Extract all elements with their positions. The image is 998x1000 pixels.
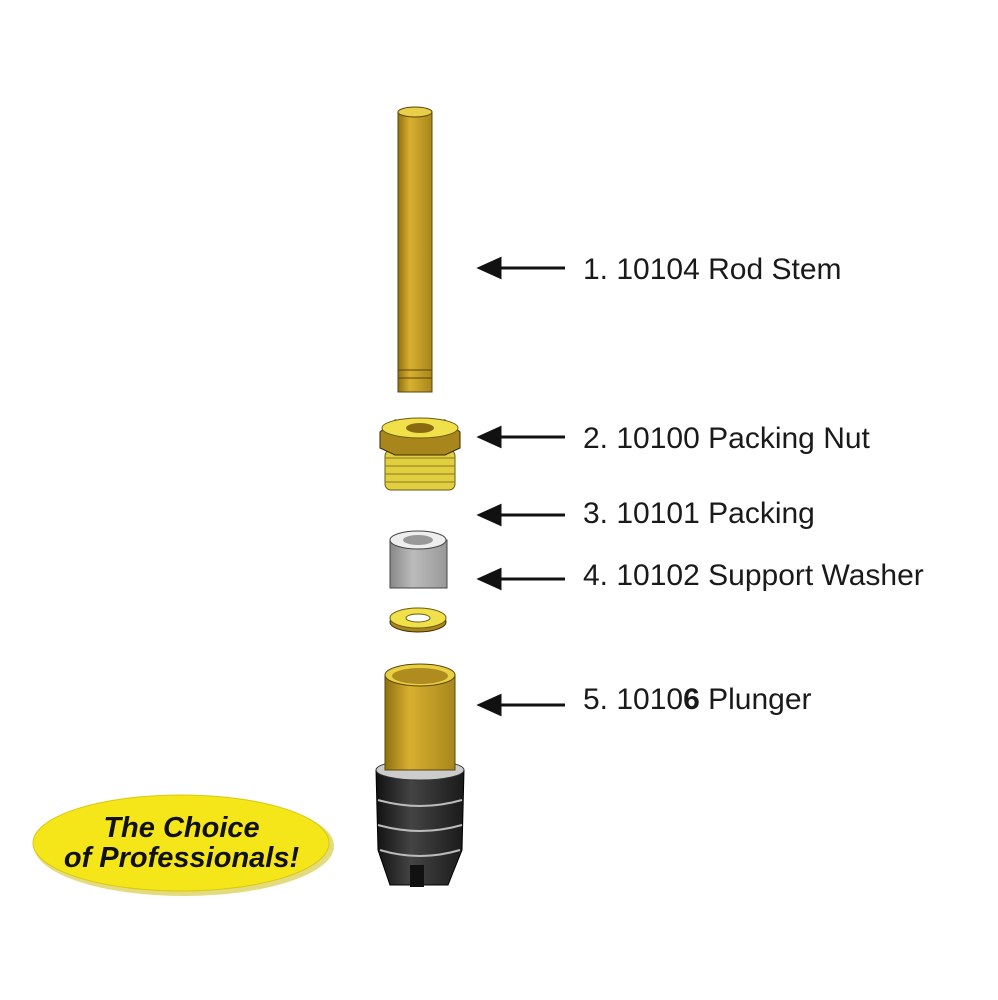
part-label-packing: 3. 10101 Packing [583, 497, 815, 530]
professionals-badge: The Choice of Professionals! [34, 795, 329, 891]
badge-line-2: of Professionals! [63, 842, 300, 874]
part-label-packing-nut: 2. 10100 Packing Nut [583, 422, 870, 455]
packing-nut-part [379, 417, 461, 491]
plunger-part [375, 663, 465, 887]
arrow-icon [476, 693, 565, 717]
part-label-support-washer: 4. 10102 Support Washer [583, 559, 924, 592]
part-label-plunger: 5. 10106 Plunger [583, 683, 812, 716]
rod-stem-part [397, 106, 433, 393]
arrow-icon [476, 503, 565, 527]
arrow-icon [476, 567, 565, 591]
badge-line-1: The Choice [103, 812, 260, 844]
arrow-icon [476, 425, 565, 449]
support-washer-part [389, 607, 447, 633]
arrow-icon [476, 256, 565, 280]
packing-part [389, 530, 448, 589]
badge-ellipse [32, 794, 330, 892]
part-label-rod-stem: 1. 10104 Rod Stem [583, 253, 842, 286]
